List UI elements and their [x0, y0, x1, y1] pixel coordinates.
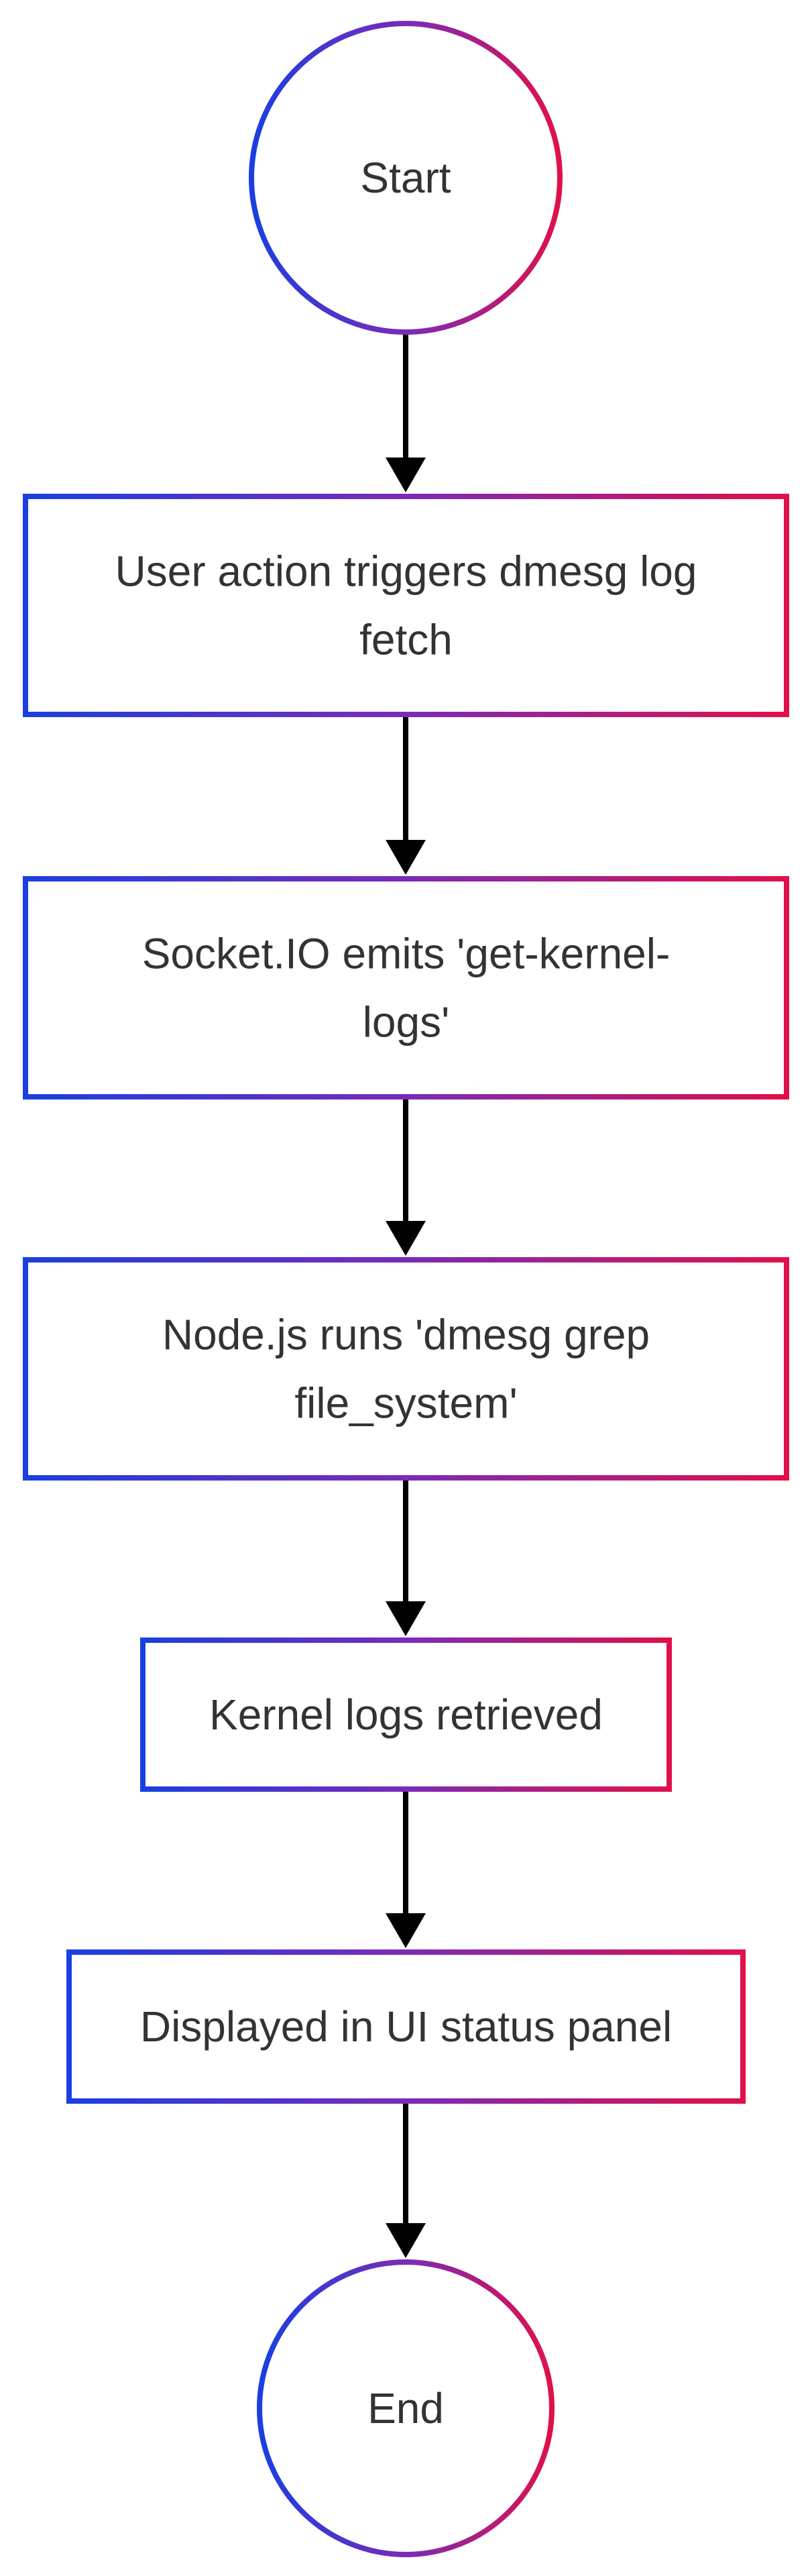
edge-logs-retrieved-to-displayed	[386, 1789, 426, 1948]
node-logs-retrieved: Kernel logs retrieved	[140, 1638, 672, 1792]
node-circle	[257, 2259, 555, 2557]
node-node-runs: Node.js runs 'dmesg grep file_system'	[23, 1257, 789, 1481]
node-box	[23, 876, 789, 1099]
edges-layer	[386, 332, 426, 2258]
node-label-line: User action triggers dmesg log	[115, 547, 697, 596]
node-label-line: logs'	[363, 998, 450, 1046]
arrowhead-icon	[386, 458, 426, 492]
node-box	[23, 494, 789, 717]
edge-socket-emit-to-node-runs	[386, 1097, 426, 1256]
arrowhead-icon	[386, 1913, 426, 1948]
node-label-line: Kernel logs retrieved	[209, 1690, 603, 1739]
node-label-line: End	[367, 2384, 444, 2432]
node-box	[140, 1638, 672, 1792]
node-label-line: Node.js runs 'dmesg grep	[162, 1311, 650, 1359]
edge-node-runs-to-logs-retrieved	[386, 1478, 426, 1636]
node-label-line: Start	[360, 154, 451, 202]
node-displayed: Displayed in UI status panel	[66, 1949, 746, 2104]
node-label-line: Socket.IO emits 'get-kernel-	[142, 930, 671, 978]
node-box	[23, 1257, 789, 1481]
node-user-action: User action triggers dmesg log fetch	[23, 494, 789, 717]
arrowhead-icon	[386, 1221, 426, 1256]
node-label-line: file_system'	[294, 1379, 517, 1428]
edge-user-action-to-socket-emit	[386, 714, 426, 875]
arrowhead-icon	[386, 840, 426, 875]
node-label-line: Displayed in UI status panel	[140, 2002, 672, 2051]
node-box	[66, 1949, 746, 2104]
node-start: Start	[249, 21, 563, 335]
node-circle	[249, 21, 563, 335]
edge-displayed-to-end	[386, 2101, 426, 2258]
arrowhead-icon	[386, 1601, 426, 1636]
arrowhead-icon	[386, 2223, 426, 2258]
node-socket-emit: Socket.IO emits 'get-kernel-logs'	[23, 876, 789, 1099]
edge-start-to-user-action	[386, 332, 426, 492]
node-label-line: fetch	[359, 616, 453, 664]
node-end: End	[257, 2259, 555, 2557]
